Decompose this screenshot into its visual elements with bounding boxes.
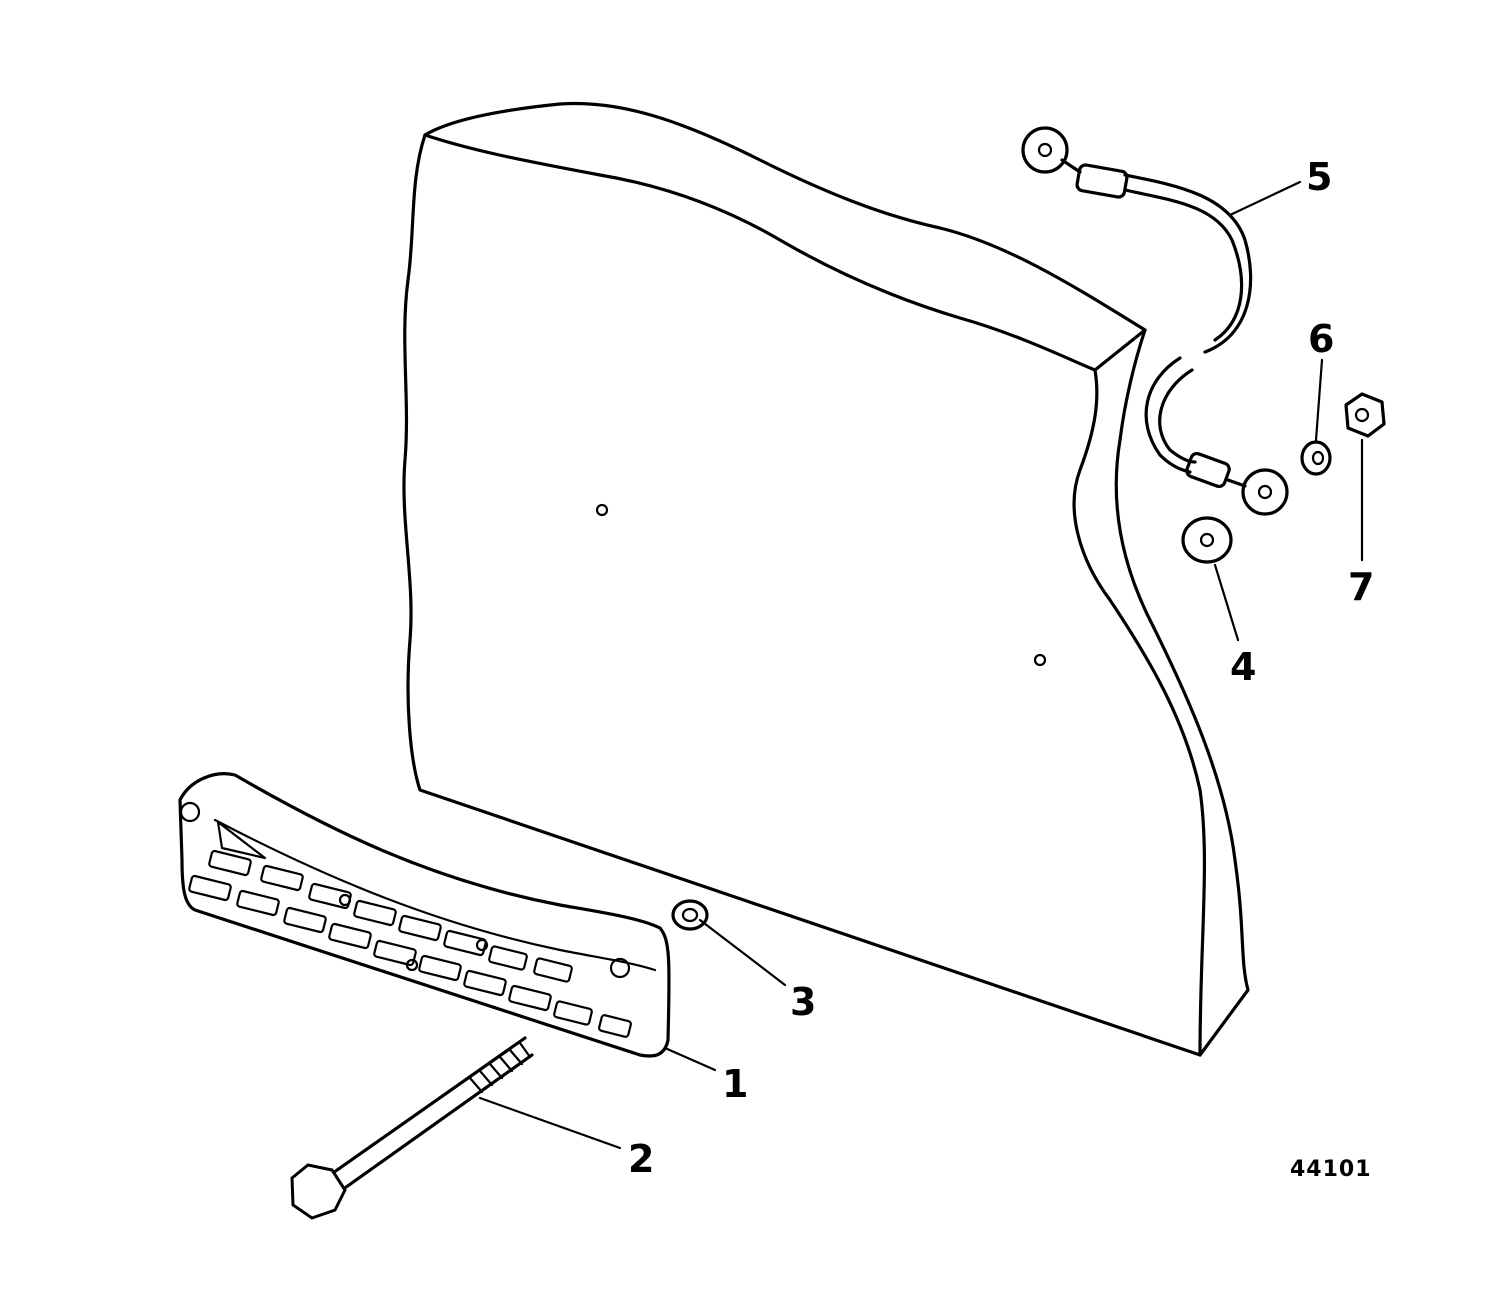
figure-number: 44101 — [1290, 1157, 1372, 1182]
bracket-curve-inner — [213, 818, 657, 972]
panel-hole-lower — [1033, 653, 1047, 667]
panel-side-edge — [1114, 328, 1250, 1057]
leader-3 — [698, 918, 787, 987]
callout-4: 4 — [1230, 645, 1256, 689]
lock-washer-part-6 — [1300, 440, 1332, 476]
panel-top-edge — [423, 133, 1097, 372]
leader-6 — [1314, 358, 1324, 442]
leader-1 — [663, 1046, 717, 1072]
callout-3: 3 — [790, 980, 816, 1024]
leader-4 — [1213, 563, 1240, 642]
callout-6: 6 — [1308, 317, 1334, 361]
bolt-part-2 — [290, 1036, 534, 1220]
callout-labels: 1 2 3 4 5 6 7 — [628, 155, 1374, 1181]
bolt-threads — [468, 1041, 532, 1094]
strap-ring-terminal-upper — [1021, 126, 1069, 174]
leader-2 — [478, 1096, 622, 1150]
bracket-hole-left — [179, 801, 201, 823]
washer-part-4 — [1181, 516, 1233, 564]
strap-cable-lower — [1144, 356, 1197, 474]
strap-ring-terminal-lower — [1241, 468, 1289, 516]
bolt-shank — [328, 1036, 534, 1192]
strap-crimp-lower — [1185, 451, 1231, 489]
callout-7: 7 — [1348, 565, 1374, 609]
bracket-part-1 — [178, 772, 671, 1058]
washer-part-3 — [671, 899, 709, 931]
panel-front-face — [402, 101, 1207, 1057]
panel-hole-upper — [595, 503, 609, 517]
panel — [402, 101, 1250, 1057]
leader-lines — [478, 180, 1364, 1150]
bracket-outline — [178, 772, 671, 1058]
leader-5 — [1228, 180, 1302, 217]
ground-strap-part-5 — [1021, 126, 1289, 516]
bracket-hole-right — [609, 957, 631, 979]
callout-1: 1 — [722, 1062, 748, 1106]
callout-5: 5 — [1306, 155, 1332, 199]
callout-2: 2 — [628, 1137, 654, 1181]
strap-crimp-upper — [1075, 163, 1129, 199]
bolt-hex-head — [290, 1163, 347, 1220]
bracket-slots — [188, 849, 632, 1038]
strap-cable-upper — [1123, 173, 1253, 354]
hex-nut-part-7 — [1344, 392, 1386, 438]
